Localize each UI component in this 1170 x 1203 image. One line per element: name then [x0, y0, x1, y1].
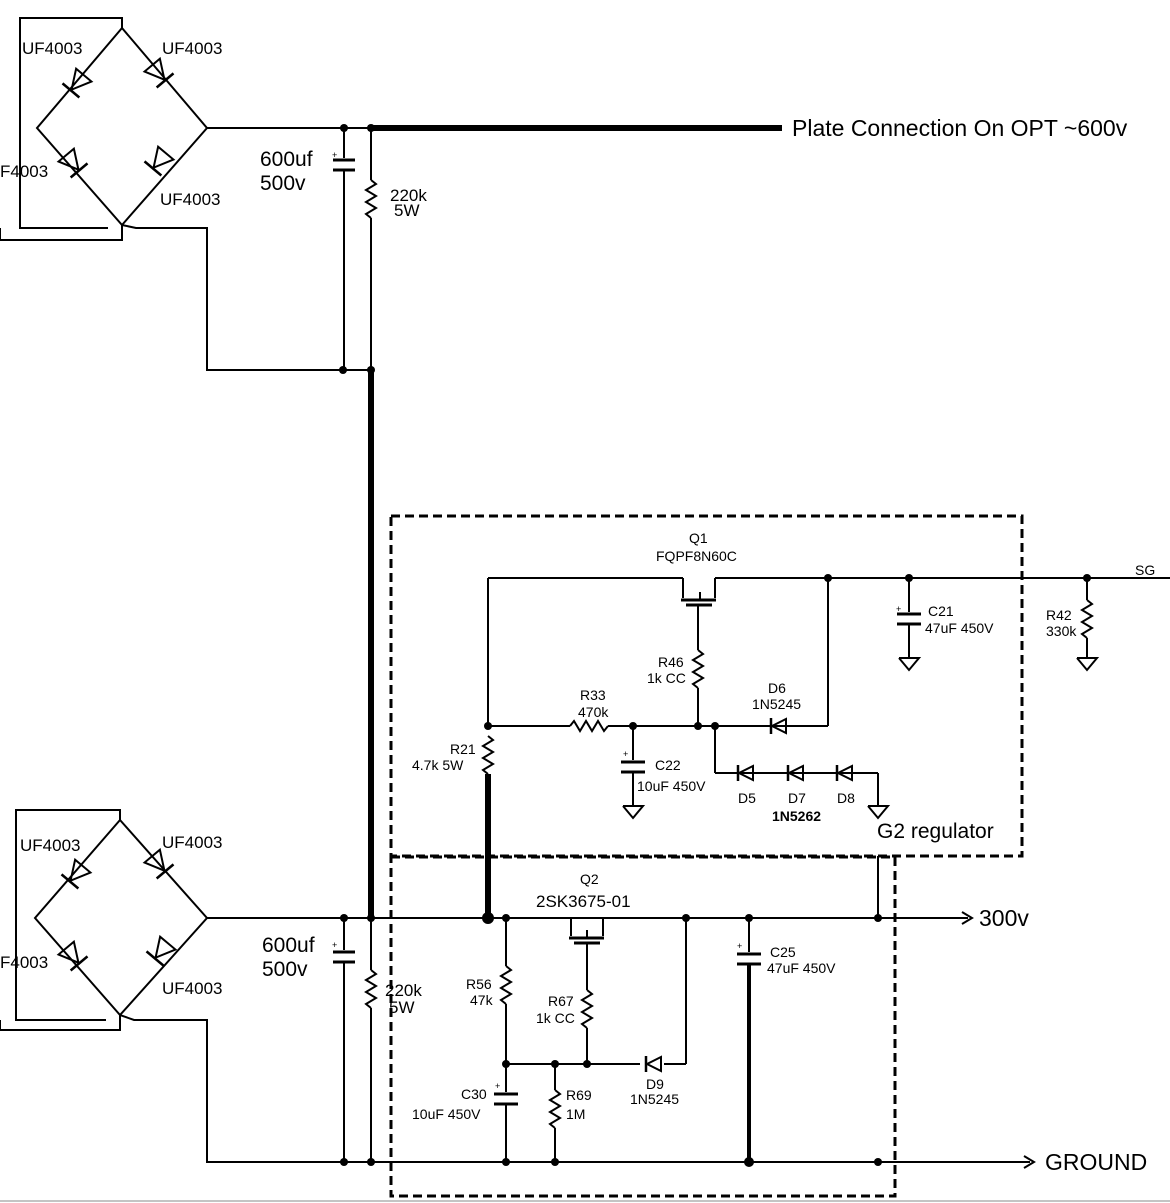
diode-label-ul: UF4003: [22, 39, 82, 58]
lower-res-value: 220k: [385, 981, 422, 1000]
zener-chain: D5 D7 D8 1N5262: [714, 726, 891, 824]
c25-capacitor: + C25 47uF 450V: [737, 918, 836, 1162]
c22-value: 10uF 450V: [637, 778, 706, 794]
sg-label: SG: [1135, 562, 1155, 578]
r46-designator: R46: [658, 654, 684, 670]
q2-mosfet: Q2 2SK3675-01: [536, 871, 631, 990]
r33-designator: R33: [580, 687, 606, 703]
r67-value: 1k CC: [536, 1010, 575, 1026]
svg-text:+: +: [737, 941, 742, 951]
r46-resistor: R46 1k CC: [647, 649, 705, 726]
d9-designator: D9: [646, 1076, 664, 1092]
diode-d-ll: [56, 146, 89, 179]
lower-bridge-rectifier: UF4003 UF4003 F4003 UF4003: [0, 809, 1030, 1163]
d5-designator: D5: [738, 790, 756, 806]
c21-value: 47uF 450V: [925, 620, 994, 636]
upper-res-power: 5W: [394, 201, 420, 220]
c22-designator: C22: [655, 757, 681, 773]
d6-part: 1N5245: [752, 696, 801, 712]
ground-label: GROUND: [1045, 1149, 1147, 1175]
lower-filter-capacitor: + 600uf 500v: [262, 918, 355, 1162]
r46-value: 1k CC: [647, 670, 686, 686]
r56-value: 47k: [470, 992, 494, 1008]
svg-text:+: +: [623, 749, 628, 759]
d8-designator: D8: [837, 790, 855, 806]
upper-res-value: 220k: [390, 186, 427, 205]
svg-text:+: +: [332, 150, 337, 160]
c21-designator: C21: [928, 603, 954, 619]
upper-cap-value: 600uf: [260, 148, 313, 171]
lower-cap-voltage: 500v: [262, 958, 308, 981]
lower-regulator-box: [389, 855, 897, 1198]
q2-part: 2SK3675-01: [536, 892, 631, 911]
q1-mosfet: Q1 FQPF8N60C: [488, 530, 1170, 650]
plate-connection-label: Plate Connection On OPT ~600v: [792, 115, 1128, 141]
c30-capacitor: + C30 10uF 450V: [412, 1081, 518, 1162]
r42-resistor: R42 330k: [1046, 578, 1100, 672]
r21-designator: R21: [450, 741, 476, 757]
diode-d2-lr: [145, 934, 178, 967]
c21-capacitor: + C21 47uF 450V: [896, 578, 994, 672]
diode2-label-ur: UF4003: [162, 833, 222, 852]
c30-designator: C30: [461, 1086, 487, 1102]
r56-designator: R56: [466, 976, 492, 992]
diode2-label-ll: F4003: [0, 953, 48, 972]
diode-d2-ul: [60, 857, 93, 890]
diode2-label-lr: UF4003: [162, 979, 222, 998]
r42-value: 330k: [1046, 623, 1077, 639]
r67-designator: R67: [548, 993, 574, 1009]
c25-designator: C25: [770, 944, 796, 960]
upper-filter-capacitor: + 600uf 500v: [260, 128, 355, 370]
svg-text:+: +: [896, 604, 901, 614]
lower-bleeder-resistor: 220k 5W: [364, 918, 422, 1162]
r33-value: 470k: [578, 704, 609, 720]
r33-resistor: R33 470k: [569, 687, 828, 733]
r69-resistor: R69 1M: [548, 1064, 592, 1162]
c25-value: 47uF 450V: [767, 960, 836, 976]
q2-designator: Q2: [580, 871, 599, 887]
d9-zener: D9 1N5245: [630, 918, 687, 1107]
r21-resistor: R21 4.7k 5W: [412, 735, 495, 775]
svg-text:+: +: [495, 1081, 500, 1091]
g2-regulator-box: [389, 514, 1024, 858]
svg-text:+: +: [332, 940, 337, 950]
diode-label-ll: F4003: [0, 162, 48, 181]
r56-resistor: R56 47k: [466, 918, 513, 1092]
upper-bridge-rectifier: UF4003 UF4003 F4003 UF4003: [0, 17, 342, 371]
diode-d2-ll: [56, 939, 89, 972]
d7-designator: D7: [788, 790, 806, 806]
upper-cap-voltage: 500v: [260, 172, 306, 195]
r21-value: 4.7k 5W: [412, 757, 464, 773]
lower-cap-value: 600uf: [262, 934, 315, 957]
upper-bleeder-resistor: 220k 5W: [364, 128, 427, 370]
zener-chain-part: 1N5262: [772, 808, 821, 824]
r69-value: 1M: [566, 1106, 585, 1122]
q1-designator: Q1: [689, 530, 708, 546]
d6-designator: D6: [768, 680, 786, 696]
r42-designator: R42: [1046, 607, 1072, 623]
c22-capacitor: + C22 10uF 450V: [621, 726, 706, 820]
r67-resistor: R67 1k CC: [536, 989, 594, 1064]
d9-part: 1N5245: [630, 1091, 679, 1107]
diode2-label-ul: UF4003: [20, 836, 80, 855]
output-300v-label: 300v: [979, 905, 1029, 931]
diode-label-lr: UF4003: [160, 190, 220, 209]
c30-value: 10uF 450V: [412, 1106, 481, 1122]
d6-zener: D6 1N5245: [752, 578, 829, 736]
g2-regulator-title: G2 regulator: [877, 820, 994, 843]
diode-label-ur: UF4003: [162, 39, 222, 58]
lower-res-power: 5W: [389, 998, 415, 1017]
r69-designator: R69: [566, 1087, 592, 1103]
q1-part: FQPF8N60C: [656, 548, 737, 564]
